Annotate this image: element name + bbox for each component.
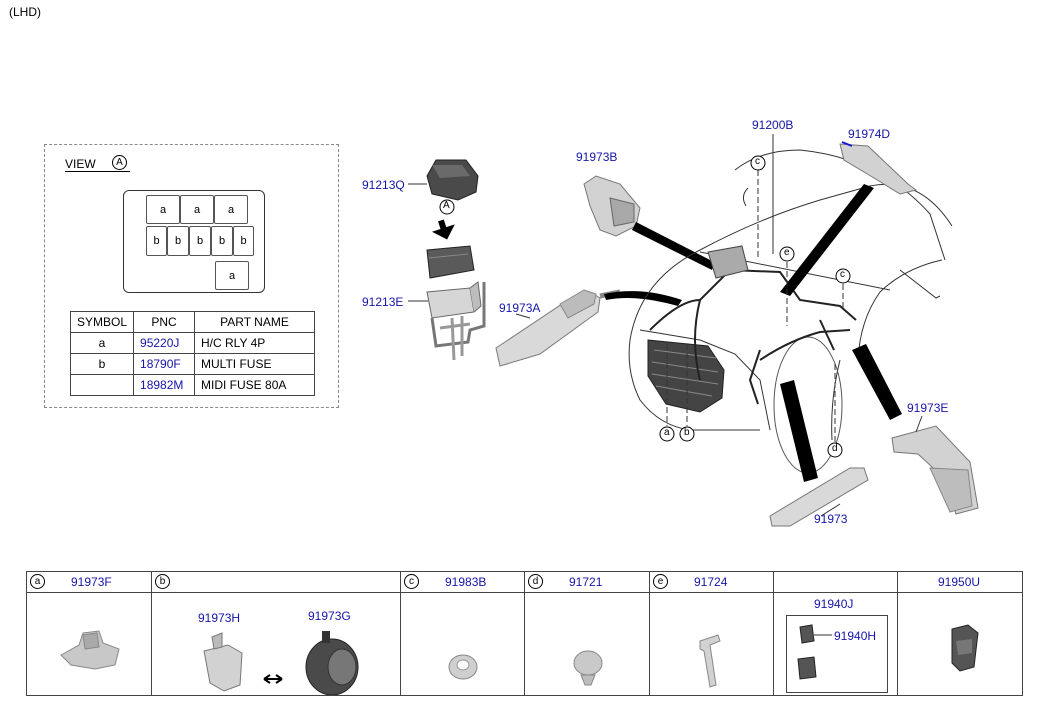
strip-pnc[interactable]: 91721 xyxy=(569,575,603,589)
row-name: MULTI FUSE xyxy=(194,353,316,375)
callout-91974d[interactable]: 91974D xyxy=(848,127,891,141)
fuse-b-2: b xyxy=(167,226,189,256)
circle-label-e: e xyxy=(784,247,790,258)
strip-header: 91950U xyxy=(898,572,1022,592)
strip-symbol: d xyxy=(528,574,543,589)
grommet-91721-icon xyxy=(573,650,603,686)
strip-cell-d xyxy=(525,593,649,695)
strip-pnc[interactable]: 91724 xyxy=(694,575,728,589)
fuse-b-4: b xyxy=(211,226,233,256)
leader-wedge xyxy=(780,184,874,296)
circle-a-label: A xyxy=(443,200,450,211)
strip-sub-pnc[interactable]: 91973H xyxy=(198,611,241,625)
relay-cover-icon xyxy=(426,159,479,201)
strip-pnc[interactable]: 91950U xyxy=(938,575,981,589)
page-label: (LHD) xyxy=(9,5,41,19)
leader-wedge xyxy=(604,291,682,306)
bracket-91973e-icon xyxy=(891,425,979,515)
fuse-a-3: a xyxy=(214,195,248,224)
parts-strip: a 91973F b c 91983B d 91721 e 91724 9195… xyxy=(26,571,1023,696)
strip-header: d 91721 xyxy=(525,572,649,592)
part-91950u-icon xyxy=(951,624,979,672)
fuse-b-1: b xyxy=(146,226,167,256)
fuse-b-5: b xyxy=(233,226,254,256)
strip-cell-e xyxy=(650,593,773,695)
callout-91200b[interactable]: 91200B xyxy=(752,118,794,132)
circle-label-a: a xyxy=(664,427,670,438)
view-title-text: VIEW xyxy=(65,157,96,171)
bracket-91973b-icon xyxy=(583,175,641,237)
wiring-illustration xyxy=(408,134,979,527)
grommet-91983b-icon xyxy=(448,654,478,680)
row-name: MIDI FUSE 80A xyxy=(194,374,316,396)
fuse-b-3: b xyxy=(189,226,211,256)
circle-label-b: b xyxy=(684,427,690,438)
strip-header xyxy=(774,572,897,592)
parts-table: SYMBOL PNC PART NAME a 95220J H/C RLY 4P… xyxy=(69,311,316,396)
leader-wedge xyxy=(852,344,902,420)
strip-sub-pnc[interactable]: 91940H xyxy=(834,629,877,643)
strip-header: e 91724 xyxy=(650,572,773,592)
table-row: 18982M MIDI FUSE 80A xyxy=(69,374,316,396)
strip-header: c 91983B xyxy=(401,572,524,592)
leader-wedge xyxy=(632,222,714,270)
bracket-91973-icon xyxy=(769,467,869,527)
relay-91940-icon xyxy=(797,624,832,680)
fuse-box-layout: a a a b b b b b a xyxy=(123,190,265,293)
circle-label-c: c xyxy=(755,156,760,167)
col-pnc: PNC xyxy=(133,311,196,333)
relay-subbox xyxy=(786,615,888,693)
col-symbol: SYMBOL xyxy=(69,311,135,333)
callout-91213e[interactable]: 91213E xyxy=(362,295,404,309)
strip-cell-b: 91973H 91973G xyxy=(152,593,400,696)
part-91973h-91973g-icon xyxy=(203,631,359,696)
strip-cell-91950u xyxy=(898,593,1022,695)
row-symbol xyxy=(69,374,135,396)
strip-sub-pnc[interactable]: 91940J xyxy=(814,597,854,611)
callout-91973e[interactable]: 91973E xyxy=(907,401,949,415)
strip-symbol: a xyxy=(30,574,45,589)
view-a-panel: VIEW A a a a b b b b b a xyxy=(44,144,339,408)
circle-label-c: c xyxy=(840,269,845,280)
strip-symbol: e xyxy=(653,574,668,589)
strip-symbol: b xyxy=(155,574,170,589)
bracket-91724-icon xyxy=(699,634,721,688)
callout-91213q[interactable]: 91213Q xyxy=(362,178,405,192)
fuse-a-1: a xyxy=(146,195,180,224)
row-pnc[interactable]: 18790F xyxy=(133,353,196,375)
fuse-box-icon xyxy=(426,245,486,361)
callout-91973[interactable]: 91973 xyxy=(814,512,848,526)
strip-symbol: c xyxy=(404,574,419,589)
callout-91973a[interactable]: 91973A xyxy=(499,301,541,315)
leader-wedge xyxy=(780,380,818,482)
strip-header: b xyxy=(152,572,400,592)
view-circle-a: A xyxy=(112,155,127,170)
strip-cell-a xyxy=(27,593,151,695)
strip-cell-relay: 91940J 91940H xyxy=(774,593,897,695)
strip-pnc[interactable]: 91973F xyxy=(71,575,112,589)
table-row: a 95220J H/C RLY 4P xyxy=(69,332,316,354)
fuse-a-2: a xyxy=(180,195,214,224)
panel-91974d-icon xyxy=(839,143,918,195)
battery-icon xyxy=(707,245,749,279)
strip-pnc[interactable]: 91983B xyxy=(445,575,487,589)
strip-sub-pnc[interactable]: 91973G xyxy=(308,609,351,623)
callout-91973b[interactable]: 91973B xyxy=(576,150,618,164)
strip-cell-c xyxy=(401,593,524,695)
view-title: VIEW xyxy=(65,157,130,172)
fuse-a-4: a xyxy=(215,261,249,290)
circle-label-d: d xyxy=(832,443,838,454)
strip-header: a 91973F xyxy=(27,572,151,592)
table-row: b 18790F MULTI FUSE xyxy=(69,353,316,375)
part-91973f-icon xyxy=(60,630,120,670)
arrow-down-icon xyxy=(431,219,455,240)
row-pnc[interactable]: 18982M xyxy=(133,374,196,396)
